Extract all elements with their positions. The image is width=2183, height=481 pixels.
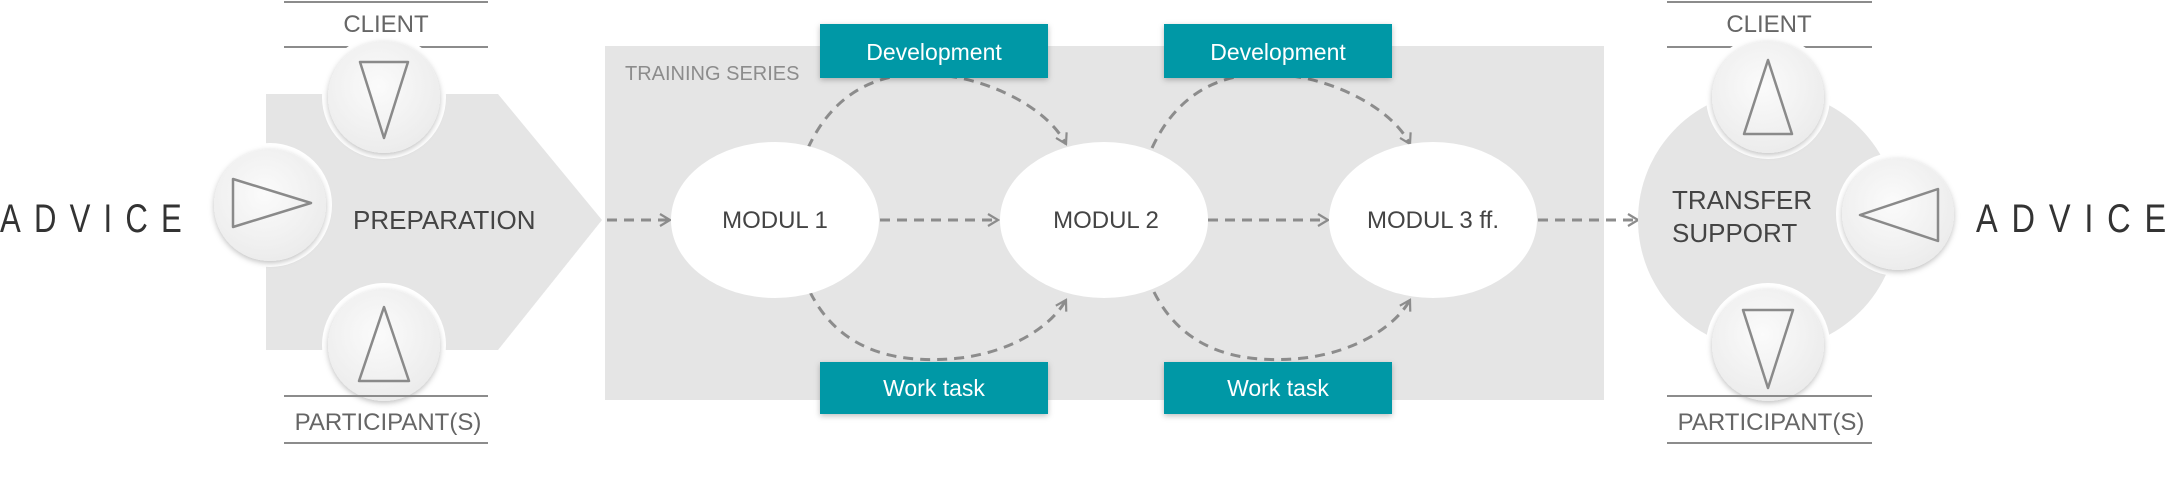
down-triangle-icon — [358, 60, 410, 140]
work-task-label-1: Work task — [883, 375, 985, 401]
left-participant-circle — [328, 289, 440, 401]
module-2-ellipse — [1000, 142, 1208, 298]
left-client-label: CLIENT — [343, 11, 429, 38]
training-series-label: TRAINING SERIES — [625, 63, 799, 85]
right-advice-circle — [1842, 158, 1954, 270]
work-task-label-2: Work task — [1227, 375, 1329, 401]
work-arrow-1 — [808, 291, 1066, 362]
module-3-label: MODUL 3 ff. — [1367, 207, 1499, 234]
preparation-label: PREPARATION — [353, 205, 536, 235]
right-participant-circle — [1712, 289, 1824, 401]
work-task-box-1 — [820, 362, 1048, 414]
preparation-arrow-shape — [266, 94, 602, 350]
module-1-label: MODUL 1 — [722, 207, 828, 234]
right-client-circle — [1712, 41, 1824, 153]
training-series-section: TRAINING SERIES MODUL 1 MODUL 2 MODUL 3 … — [605, 24, 1638, 414]
development-box-1 — [820, 24, 1048, 78]
left-participant-label: PARTICIPANT(S) — [295, 409, 482, 436]
work-task-box-2 — [1164, 362, 1392, 414]
left-client-circle — [328, 41, 440, 153]
module-1-ellipse — [671, 142, 879, 298]
left-advice-circle — [214, 149, 326, 261]
right-participant-label: PARTICIPANT(S) — [1678, 409, 1865, 436]
right-section: CLIENT PARTICIPANT(S) TRANSFER SUPPORT A… — [1638, 1, 2180, 444]
up-triangle-icon — [1742, 58, 1794, 136]
right-client-label: CLIENT — [1726, 11, 1812, 38]
work-arrow-2 — [1152, 291, 1410, 362]
up-triangle-icon — [357, 305, 411, 383]
transfer-label-line2: SUPPORT — [1672, 218, 1797, 248]
right-triangle-icon — [231, 177, 313, 229]
module-3-ellipse — [1329, 142, 1537, 298]
development-label-1: Development — [866, 39, 1002, 65]
left-section: ADVICE CLIENT PARTICIPANT(S) PREPARATION — [0, 1, 602, 444]
transfer-label-line1: TRANSFER — [1672, 185, 1812, 215]
left-advice-label: ADVICE — [0, 197, 195, 241]
down-triangle-icon — [1741, 308, 1795, 390]
right-advice-label: ADVICE — [1976, 197, 2180, 241]
development-box-2 — [1164, 24, 1392, 78]
transfer-support-circle — [1638, 90, 1898, 350]
left-triangle-icon — [1858, 187, 1940, 243]
development-label-2: Development — [1210, 39, 1346, 65]
module-2-label: MODUL 2 — [1053, 207, 1159, 234]
